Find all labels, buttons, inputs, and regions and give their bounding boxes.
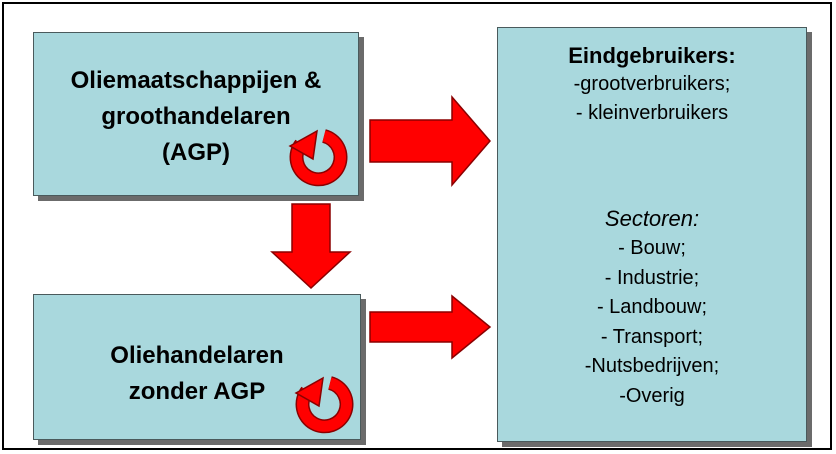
cycle-icon xyxy=(294,376,354,434)
arrow-shape xyxy=(369,294,492,360)
end-user-item: - kleinverbruikers xyxy=(575,102,729,124)
traders-title: Oliehandelaren zonder AGP xyxy=(34,338,360,410)
sector-item: -Overig xyxy=(619,384,685,407)
end-users-list: -grootverbruikers; - kleinverbruikers xyxy=(498,70,806,128)
end-users-box: Eindgebruikers: -grootverbruikers; - kle… xyxy=(497,27,807,442)
producers-line-3: (AGP) xyxy=(162,139,230,166)
cycle-icon xyxy=(288,129,348,187)
sector-item: - Transport; xyxy=(600,325,704,348)
arrow-shape xyxy=(369,95,491,187)
end-user-item: -grootverbruikers; xyxy=(573,73,731,95)
sectors-list: - Bouw; - Industrie; - Landbouw; - Trans… xyxy=(498,234,806,411)
producers-line-1: Oliemaatschappijen & xyxy=(70,67,322,94)
sector-item: - Industrie; xyxy=(604,266,700,289)
producers-title: Oliemaatschappijen & groothandelaren (AG… xyxy=(34,63,358,171)
arrow-producers-to-end-users xyxy=(369,95,491,187)
sector-item: -Nutsbedrijven; xyxy=(584,355,720,377)
traders-line-2: zonder AGP xyxy=(128,378,266,405)
end-users-heading: Eindgebruikers: xyxy=(568,43,736,68)
sector-item: - Landbouw; xyxy=(596,296,708,318)
producers-line-2: groothandelaren xyxy=(101,103,291,130)
arrow-producers-to-traders xyxy=(270,203,352,290)
producers-box: Oliemaatschappijen & groothandelaren (AG… xyxy=(33,32,359,196)
traders-line-1: Oliehandelaren xyxy=(110,342,284,369)
sector-item: - Bouw; xyxy=(618,237,686,259)
arrow-shape xyxy=(270,203,352,290)
arrow-traders-to-end-users xyxy=(369,294,492,360)
sectors-heading: Sectoren: xyxy=(604,206,700,231)
